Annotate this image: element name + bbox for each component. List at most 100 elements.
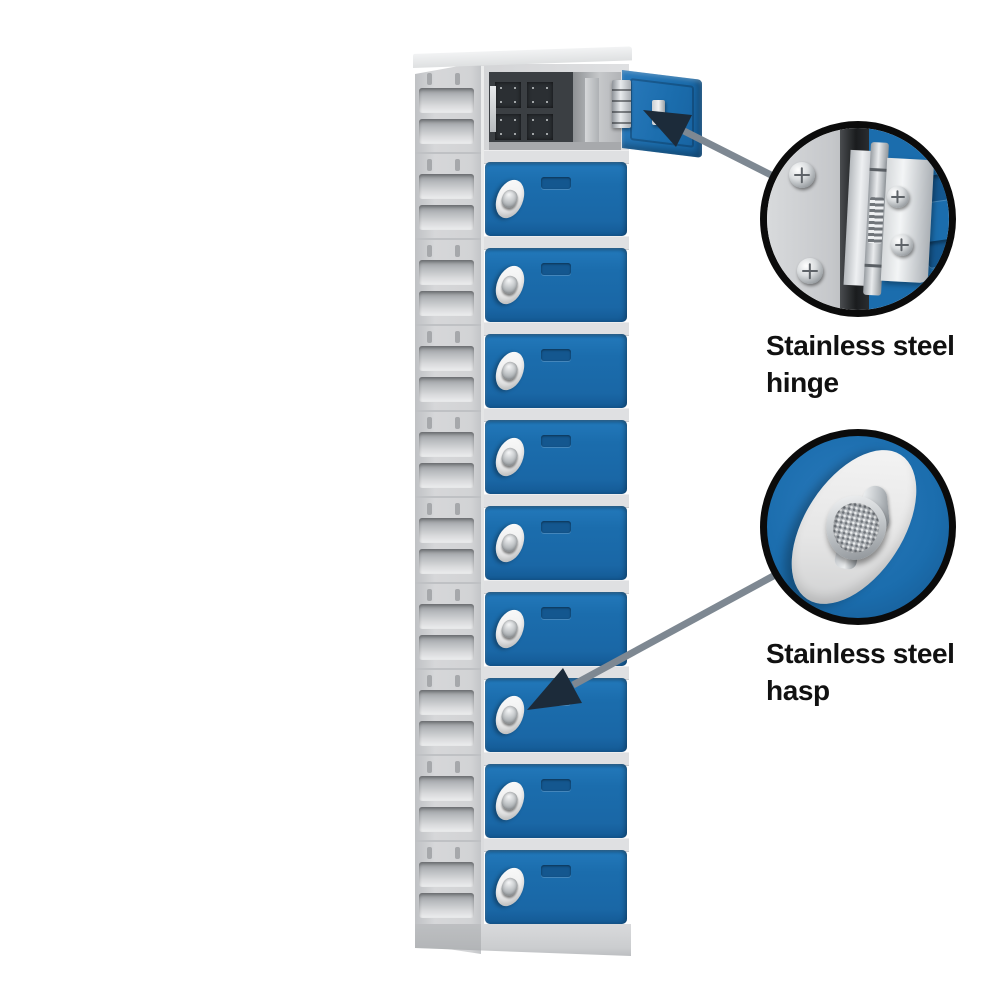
locker-door-closed: [485, 248, 627, 322]
side-panel-section: [415, 154, 481, 240]
interior-panel-square: [527, 114, 553, 140]
side-groove: [419, 377, 474, 402]
side-groove: [419, 893, 474, 918]
side-groove: [419, 119, 474, 144]
door-label-slot: [541, 435, 571, 447]
hasp-label-line1: Stainless steel: [766, 638, 955, 669]
locker-base: [415, 924, 631, 958]
hinge-label-line2: hinge: [766, 367, 839, 398]
side-vent-slot: [427, 159, 432, 171]
door-label-slot: [541, 521, 571, 533]
side-groove: [419, 174, 474, 199]
side-panel-section: [415, 412, 481, 498]
side-groove: [419, 88, 474, 113]
door-lock-recess: [490, 691, 530, 739]
locker-side-panel: [415, 62, 481, 954]
open-compartment: [481, 64, 629, 162]
door-label-slot: [541, 607, 571, 619]
side-panel-sections: [415, 68, 481, 928]
cabinet-corner-edge: [481, 66, 484, 924]
hasp-knob-icon: [499, 875, 520, 898]
side-vent-slot: [455, 589, 460, 601]
side-vent-slot: [427, 331, 432, 343]
locker-door-closed: [485, 764, 627, 838]
side-vent-slot: [455, 159, 460, 171]
hasp-knob-icon: [499, 789, 520, 812]
side-vent-slot: [455, 675, 460, 687]
interior-partition: [585, 78, 599, 142]
door-label-slot: [541, 263, 571, 275]
side-vent-slot: [427, 675, 432, 687]
side-vent-slot: [455, 331, 460, 343]
door-latch-icon: [652, 100, 665, 125]
side-panel-section: [415, 584, 481, 670]
locker-base-side: [415, 924, 481, 958]
side-panel-section: [415, 498, 481, 584]
side-groove: [419, 346, 474, 371]
door-lock-recess: [490, 433, 530, 481]
hasp-label-line2: hasp: [766, 675, 830, 706]
locker-door-closed: [485, 506, 627, 580]
side-vent-slot: [455, 761, 460, 773]
hasp-knob-icon: [499, 703, 520, 726]
side-panel-section: [415, 326, 481, 412]
screw-icon: [789, 162, 815, 188]
door-lock-recess: [490, 519, 530, 567]
side-groove: [419, 432, 474, 457]
side-vent-slot: [427, 589, 432, 601]
side-vent-slot: [455, 417, 460, 429]
side-vent-slot: [455, 73, 460, 85]
hinge-leaf-right: [880, 157, 934, 283]
locker-door-closed: [485, 162, 627, 236]
locker-door-closed: [485, 678, 627, 752]
side-vent-slot: [427, 417, 432, 429]
side-vent-slot: [427, 761, 432, 773]
hinge-spring: [867, 196, 885, 244]
door-label-slot: [541, 349, 571, 361]
side-groove: [419, 260, 474, 285]
interior-floor: [489, 142, 621, 150]
side-groove: [419, 721, 474, 746]
side-panel-section: [415, 68, 481, 154]
side-groove: [419, 635, 474, 660]
side-panel-section: [415, 240, 481, 326]
hinge-knuckle: [869, 167, 889, 172]
side-panel-section: [415, 756, 481, 842]
hasp-knob-icon: [499, 531, 520, 554]
side-vent-slot: [427, 847, 432, 859]
door-label-slot: [541, 865, 571, 877]
hinge-icon: [612, 80, 631, 128]
side-groove: [419, 604, 474, 629]
side-groove: [419, 776, 474, 801]
door-label-slot: [541, 779, 571, 791]
hinge-label-line1: Stainless steel: [766, 330, 955, 361]
locker-door-closed: [485, 592, 627, 666]
hasp-callout-label: Stainless steel hasp: [766, 635, 955, 709]
side-vent-slot: [455, 503, 460, 515]
side-groove: [419, 463, 474, 488]
side-groove: [419, 205, 474, 230]
hasp-knob-icon: [499, 187, 520, 210]
hasp-knob-icon: [499, 359, 520, 382]
interior-hinge-icon: [490, 86, 496, 132]
hasp-knob-icon: [499, 617, 520, 640]
screw-icon: [887, 186, 909, 208]
side-vent-slot: [427, 503, 432, 515]
locker-door-closed: [485, 334, 627, 408]
door-lock-recess: [490, 777, 530, 825]
side-groove: [419, 549, 474, 574]
interior-panel-square: [527, 82, 553, 108]
side-vent-slot: [427, 73, 432, 85]
hinge-callout: [760, 121, 956, 317]
screw-icon: [797, 258, 823, 284]
door-lock-recess: [490, 175, 530, 223]
door-lock-recess: [490, 605, 530, 653]
hinge-icon: [843, 140, 935, 297]
side-groove: [419, 862, 474, 887]
door-lock-recess: [490, 261, 530, 309]
side-groove: [419, 690, 474, 715]
locker-door-closed: [485, 850, 627, 924]
hasp-callout: [760, 429, 956, 625]
door-lock-recess: [490, 863, 530, 911]
